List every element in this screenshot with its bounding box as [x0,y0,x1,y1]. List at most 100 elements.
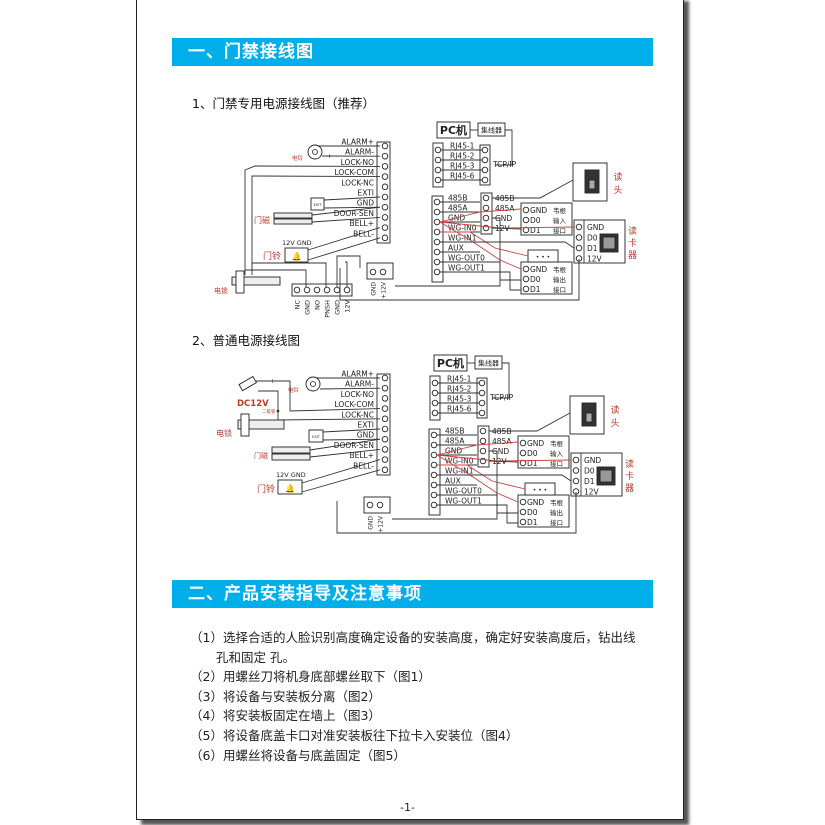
doorbell-pins-label: 12V GND [276,471,306,479]
wire [392,450,498,520]
terminal-screw-icon [522,275,530,283]
terminal-screw-icon [572,477,580,485]
wire [251,175,381,275]
terminal-block-mid [480,192,493,235]
door-sensor-icon [271,446,311,454]
terminal-label: LOCK-COM [335,400,375,409]
rj45-label: RJ45-2 [447,385,472,394]
pin-desc: 接口 [553,226,566,235]
pc-label: PC机 [440,123,467,137]
rj45-label: RJ45-6 [450,172,475,181]
wire [477,504,518,524]
wire [322,438,381,441]
pin-label: D0 [530,216,541,225]
terminal-screw-icon [478,409,486,417]
section-banner-installation: 二、产品安装指导及注意事项 [172,580,653,608]
terminal-screw-icon [434,146,442,154]
wire [488,460,519,463]
wire [440,241,575,249]
terminal-screw-icon [381,384,389,392]
terminal-label: ALARM- [345,148,374,157]
terminal-label: LOCK-NO [341,390,374,399]
terminal-screw-icon [381,214,389,221]
power-terminal-label: 12V [344,299,352,312]
rj45-strip-right [479,144,491,186]
wire-red [436,454,519,503]
wire [256,380,381,412]
terminal-label: DOOR-SEN [334,441,374,450]
wire [492,362,510,399]
terminal-screw-icon [479,447,487,455]
hub-label: 集线器 [481,126,502,135]
electric-lock-icon [237,419,285,430]
converter-dots: • • • [533,487,547,494]
pin-label: GND [587,223,604,232]
terminal-screw-icon [519,449,527,457]
wire-red [439,221,522,270]
terminal-screw-icon [519,518,527,526]
pin-label: GND [530,206,547,215]
wire [339,259,580,301]
pin-label: D1 [527,518,538,527]
terminal-label: EXTI [357,189,374,198]
terminal-screw-icon [433,198,441,206]
exit-button-label: EXIT [312,435,321,439]
terminal-screw-icon [481,166,489,174]
step-3: （3）将设备与安装板分离（图2） [190,688,381,704]
wire [492,179,574,199]
power-connector-label: +12V [381,281,388,299]
terminal-screw-icon [343,286,351,294]
lock-bolt [240,413,250,437]
buzzer-label: 电铃 [288,386,300,394]
doorbell-label: 门铃 [263,250,281,262]
reader-head-label: 头 [613,185,622,196]
terminal-label: WG-IN1 [448,234,477,243]
wire [336,492,577,534]
terminal-screw-icon [482,214,490,222]
terminal-screw-icon [433,268,441,276]
terminal-label: WG-OUT0 [448,254,485,263]
doorbell-pins-label: 12V GND [282,239,312,247]
terminal-screw-icon [431,399,439,407]
wire [480,271,521,291]
buzzer-inner [310,381,316,387]
terminal-screw-icon [431,409,439,417]
rj45-label: RJ45-1 [447,375,472,384]
buzzer-icon [307,144,323,160]
pin-label: D0 [530,275,541,284]
wire [307,227,381,251]
terminal-screw-icon [381,163,389,170]
wire [345,261,348,287]
section-banner-wiring: 一、门禁接线图 [172,38,653,66]
pin-desc: 输入 [553,216,567,225]
card-slot [599,469,613,483]
door-sensor-label: 门磁 [254,215,270,225]
electric-lock-label: 电锁 [214,286,228,295]
pin-desc: 输出 [553,275,566,284]
terminal-screw-icon [478,399,486,407]
terminal-screw-icon [381,456,389,463]
terminal-screw-icon [381,395,389,402]
terminal-screw-icon [366,501,374,509]
rj45-strip-left [432,142,444,188]
doorbell-label: 门铃 [257,483,275,495]
terminal-label: BELL+ [349,451,374,460]
terminal-screw-icon [479,427,487,435]
terminal-screw-icon [575,244,583,252]
terminal-screw-icon [381,435,389,443]
power-terminal-label: GND [334,300,342,315]
wire-red [439,208,522,223]
wire [245,269,307,287]
step-2: （2）用螺丝刀将机身底部螺丝取下（图1） [190,669,431,685]
terminal-label: WG-OUT0 [445,487,482,496]
power-terminal-label: NC [294,300,302,310]
pin-desc: 接口 [550,459,563,468]
terminal-screw-icon [522,265,530,273]
terminal-label: LOCK-COM [335,168,375,177]
wire [301,469,381,493]
buzzer-icon [305,376,321,392]
terminal-label: GND [492,447,509,456]
wire-red [440,231,529,257]
dc12v-label: DC12V [237,399,269,409]
rj45-label: RJ45-2 [450,152,475,161]
